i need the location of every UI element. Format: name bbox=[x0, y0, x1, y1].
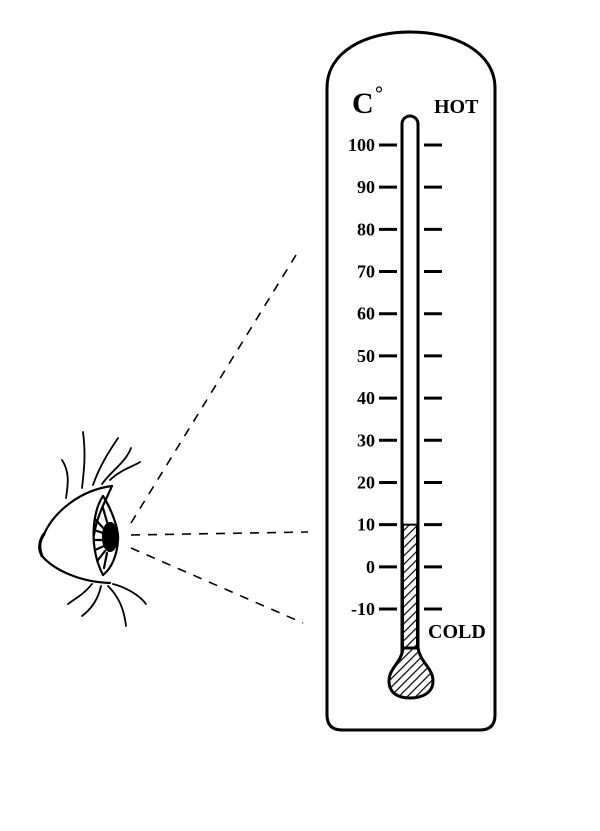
degree-symbol: ° bbox=[375, 83, 383, 105]
sight-lines bbox=[130, 254, 309, 624]
eye-icon bbox=[38, 431, 147, 627]
scale-label: 100 bbox=[348, 135, 375, 155]
liquid-column bbox=[402, 523, 418, 667]
scale-label: -10 bbox=[351, 599, 375, 619]
scale-label: 90 bbox=[357, 177, 375, 197]
cold-label: COLD bbox=[428, 621, 486, 643]
scale-label: 60 bbox=[357, 304, 375, 324]
scale-label: 40 bbox=[357, 388, 375, 408]
scale-label: 80 bbox=[357, 219, 375, 239]
sight-line-upper bbox=[130, 254, 297, 524]
thermometer-bulb bbox=[387, 646, 435, 700]
scale-label: 50 bbox=[357, 346, 375, 366]
unit-label: C bbox=[352, 87, 374, 120]
scale-label: 70 bbox=[357, 262, 375, 282]
scale-label: 0 bbox=[366, 557, 375, 577]
scale-label: 30 bbox=[357, 430, 375, 450]
sight-line-middle bbox=[130, 531, 309, 536]
sight-line-lower bbox=[130, 547, 304, 624]
scale-label: 20 bbox=[357, 472, 375, 492]
hot-label: HOT bbox=[434, 96, 479, 118]
scale-label: 10 bbox=[357, 515, 375, 535]
